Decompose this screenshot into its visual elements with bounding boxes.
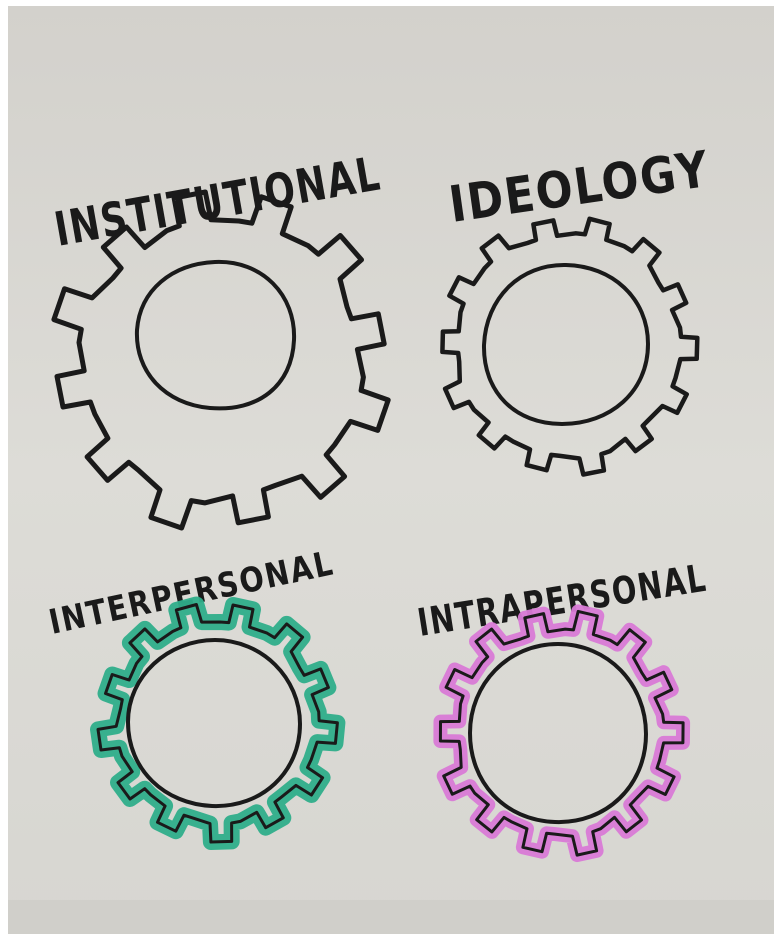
gear-icon bbox=[90, 596, 346, 850]
inner-circle bbox=[467, 641, 649, 825]
paper-edge-shadow bbox=[8, 900, 774, 934]
inner-circle bbox=[134, 259, 297, 411]
gear-icon bbox=[433, 604, 691, 863]
inner-circle bbox=[125, 637, 303, 809]
inner-circle bbox=[481, 262, 651, 427]
gear-icon bbox=[440, 216, 700, 477]
gear-icon bbox=[51, 189, 391, 531]
